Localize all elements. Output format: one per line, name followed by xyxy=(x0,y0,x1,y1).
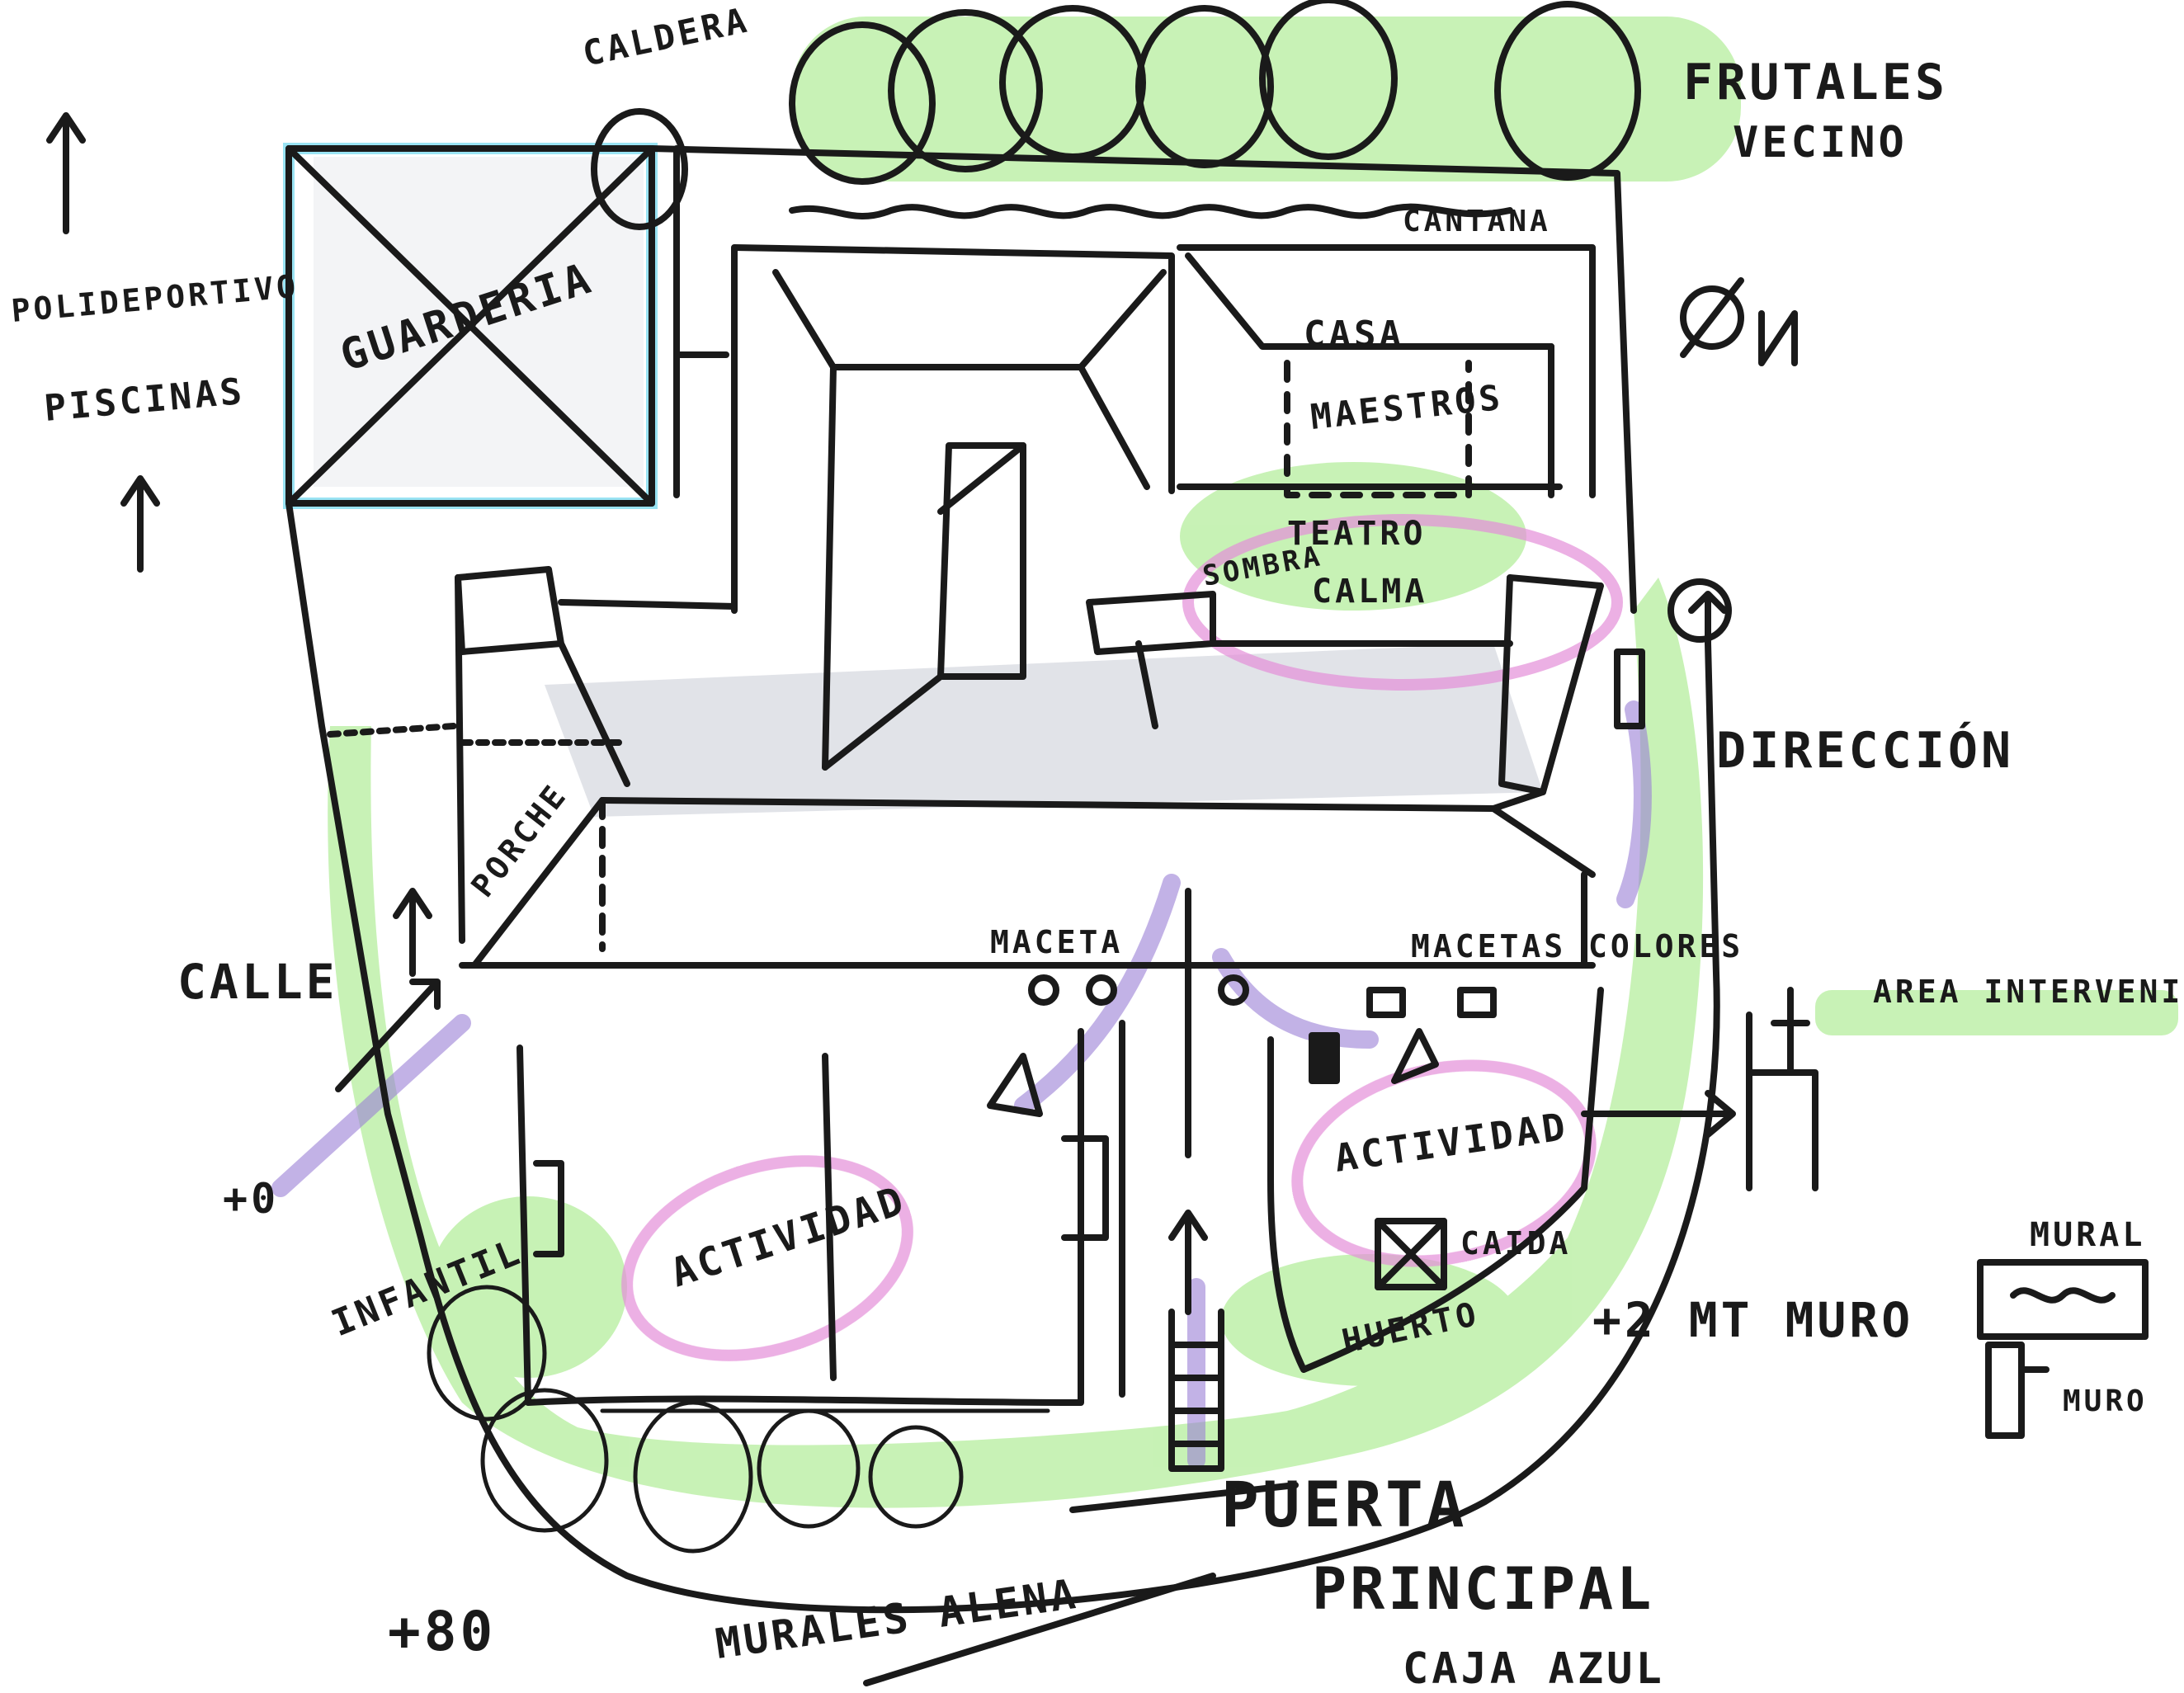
label-cantana: CANTANA xyxy=(1403,205,1551,238)
label-plus80: +80 xyxy=(388,1600,496,1663)
site-boundary xyxy=(285,145,1720,1614)
neighbour-fruit-trees xyxy=(789,0,1641,220)
label-maceta: MACETA xyxy=(990,924,1123,960)
label-actividad-left: ACTIVIDAD xyxy=(665,1177,912,1297)
direction-arrows xyxy=(46,112,1798,1138)
label-macetas-colores: MACETAS COLORES xyxy=(1411,928,1743,964)
label-area-intervenir: AREA INTERVENIR xyxy=(1873,974,2184,1010)
label-piscinas: PISCINAS xyxy=(43,370,247,430)
label-polideportivo: POLIDEPORTIVO xyxy=(10,268,300,329)
lower-tree-row xyxy=(427,1285,1050,1554)
label-murales-alena: MURALES ALENA xyxy=(713,1570,1082,1668)
label-plus0: +0 xyxy=(223,1175,279,1223)
label-muro-2mt: +2 MT MURO xyxy=(1592,1292,1913,1348)
underlines xyxy=(863,1482,1299,1686)
label-calle: CALLE xyxy=(177,954,338,1010)
school-roofs xyxy=(327,244,1645,969)
label-calma: CALMA xyxy=(1312,573,1427,611)
label-caja-azul: CAJA AZUL xyxy=(1403,1644,1665,1693)
label-maestros: MAESTROS xyxy=(1309,377,1505,437)
label-caida: CAIDA xyxy=(1460,1225,1571,1261)
guarderia-building xyxy=(285,108,729,507)
playground-enclosures xyxy=(517,888,1818,1472)
label-direccion: DIRECCIÓN xyxy=(1716,721,2014,780)
label-caldera: CALDERA xyxy=(579,0,753,74)
label-porche: PORCHE xyxy=(464,776,574,903)
label-teatro: TEATRO xyxy=(1287,515,1427,553)
label-vecino: VECINO xyxy=(1733,118,1908,167)
label-casa: CASA xyxy=(1304,314,1404,356)
label-mural: MURAL xyxy=(2030,1216,2145,1254)
label-actividad-right: ACTIVIDAD xyxy=(1332,1104,1571,1181)
label-muro-legend: MURO xyxy=(2063,1384,2148,1418)
label-puerta: PUERTA xyxy=(1221,1468,1468,1541)
label-frutales: FRUTALES xyxy=(1683,54,1948,111)
label-principal: PRINCIPAL xyxy=(1312,1555,1654,1623)
wall-legend xyxy=(1977,1259,2149,1439)
